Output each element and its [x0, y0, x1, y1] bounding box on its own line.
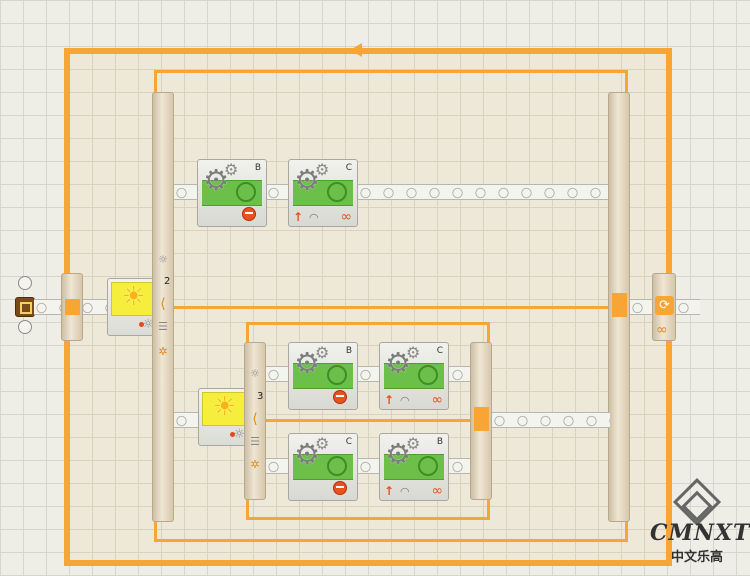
gear-small-icon: ⚙: [315, 343, 330, 362]
sequence-start-icon[interactable]: [15, 297, 35, 317]
list-icon: ☰: [250, 435, 260, 448]
gear-icon: ⚙: [385, 437, 411, 471]
stop-icon: [242, 207, 256, 221]
port-label: B: [436, 437, 443, 447]
infinity-icon: ∞: [656, 322, 668, 338]
port-label: C: [436, 346, 443, 356]
gear-icon: ✲: [158, 345, 168, 358]
gear-small-icon: ☼: [142, 317, 154, 332]
loop-end-pillar[interactable]: ⟳ ∞: [652, 273, 676, 341]
port-label: B: [345, 346, 352, 356]
port-label: C: [345, 437, 352, 447]
inner-switch-case-count: 3: [257, 391, 264, 402]
infinity-icon: ∞: [431, 392, 443, 408]
sun-icon: ☀: [122, 282, 146, 312]
stop-icon: [333, 390, 347, 404]
outer-switch-pillar-left[interactable]: [152, 92, 174, 522]
light-sensor-block-inner[interactable]: ☀ ☼: [198, 388, 252, 446]
watermark-logo: CMNXT: [650, 520, 750, 546]
infinity-icon: ∞: [431, 483, 443, 499]
loop-refresh-icon: ⟳: [655, 296, 674, 315]
loop-start-pillar[interactable]: [61, 273, 83, 341]
forward-arrow-icon: ↑: [293, 210, 304, 224]
gear-small-icon: ☼: [233, 427, 245, 442]
inner-wire: [266, 419, 472, 422]
gear-icon: ⚙: [294, 163, 320, 197]
switch-case-count: 2: [164, 276, 171, 287]
tilt-icon: ⟨: [160, 296, 166, 312]
inner-switch-pillar-right[interactable]: [470, 342, 492, 500]
gear-small-icon: ⚙: [315, 434, 330, 453]
gear-icon: ⚙: [294, 437, 320, 471]
main-wire: [174, 306, 610, 309]
power-gauge-icon: ◠: [309, 211, 319, 224]
forward-arrow-icon: ↑: [384, 393, 395, 407]
watermark-subtitle: 中文乐高: [671, 550, 724, 565]
gear-icon: ⚙: [294, 346, 320, 380]
inner-exit-beam: [492, 412, 610, 428]
infinity-icon: ∞: [340, 209, 352, 225]
port-label: B: [254, 163, 261, 173]
gear-icon: ⚙: [385, 346, 411, 380]
motor-block-b-stop-inner[interactable]: ⚙⚙ B: [288, 342, 358, 410]
gear-small-icon: ⚙: [406, 434, 421, 453]
motor-block-c-forward[interactable]: ⚙⚙ C ↑ ◠ ∞: [288, 159, 358, 227]
sun-icon: ☼: [250, 367, 260, 380]
gear-small-icon: ⚙: [224, 160, 239, 179]
tilt-icon: ⟨: [252, 411, 258, 427]
inner-switch-pillar-left[interactable]: [244, 342, 266, 500]
loop-direction-arrow: [350, 43, 362, 57]
start-node-bottom: [18, 320, 32, 334]
gear-icon: ⚙: [203, 163, 229, 197]
port-label: C: [345, 163, 352, 173]
list-icon: ☰: [158, 320, 168, 333]
motor-block-b-stop[interactable]: ⚙⚙ B: [197, 159, 267, 227]
motor-block-c-stop-inner[interactable]: ⚙⚙ C: [288, 433, 358, 501]
forward-arrow-icon: ↑: [384, 484, 395, 498]
gear-small-icon: ⚙: [406, 343, 421, 362]
stop-icon: [333, 481, 347, 495]
gear-icon: ✲: [250, 458, 260, 471]
sun-icon: ☀: [213, 392, 237, 422]
cmnxt-logo-icon: [672, 477, 722, 527]
power-gauge-icon: ◠: [400, 485, 410, 498]
sun-icon: ☼: [158, 253, 168, 266]
gear-small-icon: ⚙: [315, 160, 330, 179]
motor-block-b-forward-inner[interactable]: ⚙⚙ B ↑ ◠ ∞: [379, 433, 449, 501]
motor-block-c-forward-inner[interactable]: ⚙⚙ C ↑ ◠ ∞: [379, 342, 449, 410]
outer-switch-pillar-right[interactable]: [608, 92, 630, 522]
start-node-top: [18, 276, 32, 290]
top-branch-beam: [174, 184, 610, 200]
power-gauge-icon: ◠: [400, 394, 410, 407]
